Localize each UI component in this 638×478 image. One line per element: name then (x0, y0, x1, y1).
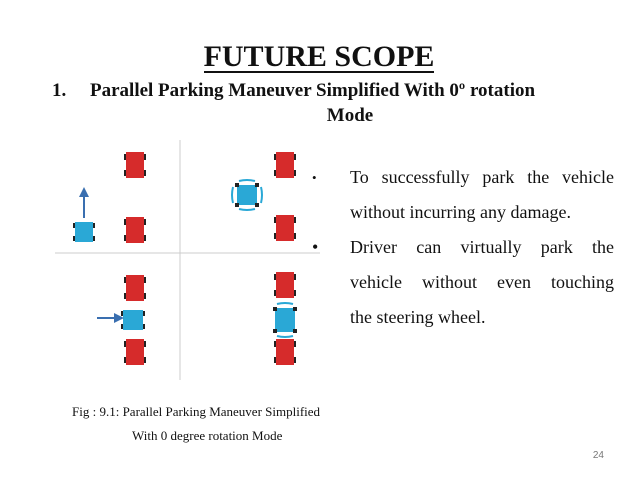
parked-car-icon (274, 272, 296, 298)
parked-car-icon (274, 215, 296, 241)
bullet-continuation: vehicle without even touching (304, 265, 614, 300)
parked-car-icon (124, 339, 146, 365)
parking-diagram (55, 140, 320, 380)
parked-car-icon (124, 275, 146, 301)
bullet-line: vehicle without even touching (350, 272, 614, 292)
caption-line-1: Fig : 9.1: Parallel Parking Maneuver Sim… (72, 404, 321, 419)
bullet-marker: • (312, 170, 317, 185)
heading-line-1: Parallel Parking Maneuver Simplified Wit… (90, 80, 536, 101)
bullet-list: • To successfully park the vehicle witho… (304, 160, 614, 335)
bullet-item: • Driver can virtually park the (304, 230, 614, 265)
bullet-line: without incurring any damage. (350, 202, 571, 222)
moving-car-icon (73, 222, 95, 242)
bullet-item: • To successfully park the vehicle (304, 160, 614, 195)
bullet-line: Driver can virtually park the (350, 237, 614, 257)
bullet-continuation: without incurring any damage. (304, 195, 614, 230)
heading-line-2: Mode (326, 105, 374, 126)
slide-title: FUTURE SCOPE (203, 40, 435, 73)
page-number: 24 (592, 450, 604, 461)
rotating-car-icon (231, 179, 263, 211)
figure-caption: Fig : 9.1: Parallel Parking Maneuver Sim… (72, 400, 320, 448)
heading-number: 1. (52, 80, 67, 101)
bullet-line: To successfully park the vehicle (350, 167, 614, 187)
bullet-marker: • (312, 237, 319, 257)
parked-car-icon (274, 339, 296, 365)
rotating-car-icon (273, 302, 297, 338)
parked-car-icon (124, 152, 146, 178)
bullet-line: the steering wheel. (350, 307, 486, 327)
bullet-continuation: the steering wheel. (304, 300, 614, 335)
caption-line-2: With 0 degree rotation Mode (132, 428, 283, 443)
moving-car-icon (121, 310, 145, 330)
parked-car-icon (274, 152, 296, 178)
parked-car-icon (124, 217, 146, 243)
